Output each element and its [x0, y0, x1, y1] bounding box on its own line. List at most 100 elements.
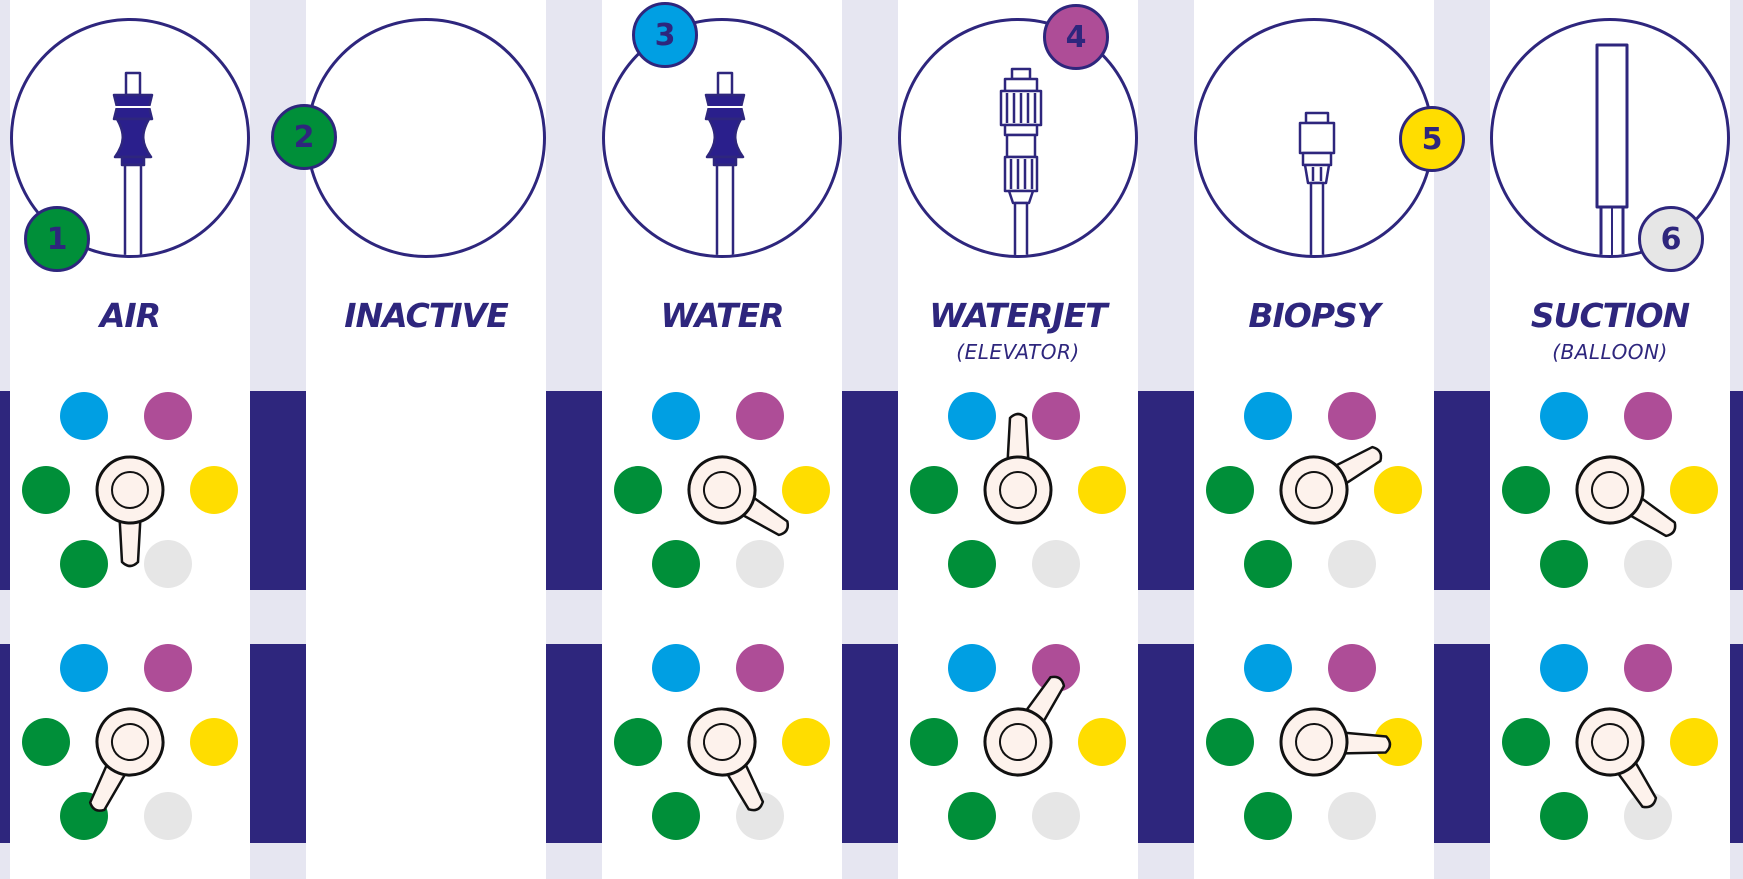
port-number-badge-1: 1	[24, 206, 90, 272]
green-port-dot	[948, 540, 996, 588]
valve-selector-knob[interactable]	[677, 697, 786, 824]
air-valve-connector-icon	[112, 71, 154, 255]
channel-label: WATER	[660, 296, 784, 335]
channel-column-biopsy: BIOPSY	[1194, 0, 1434, 879]
grey-port-dot	[1624, 540, 1672, 588]
magenta-port-dot	[1624, 392, 1672, 440]
valve-position-2	[898, 640, 1138, 840]
channel-column-water: WATER	[602, 0, 842, 879]
top-valve-band	[0, 391, 1743, 590]
suction-tube-connector-icon	[1595, 43, 1629, 255]
channel-column-waterjet: WATERJET (ELEVATOR)	[898, 0, 1138, 879]
valve-selector-knob[interactable]	[66, 698, 174, 825]
blue-port-dot	[1540, 644, 1588, 692]
port-number-badge-2: 2	[271, 104, 337, 170]
green-port-dot	[614, 466, 662, 514]
blue-port-dot	[652, 644, 700, 692]
yellow-port-dot	[1670, 718, 1718, 766]
valve-selector-knob[interactable]	[1269, 423, 1396, 535]
valve-selector-knob[interactable]	[983, 412, 1053, 525]
valve-selector-knob[interactable]	[95, 455, 165, 568]
port-number-badge-6: 6	[1638, 206, 1704, 272]
connector-circle	[1194, 18, 1434, 258]
yellow-port-dot	[190, 466, 238, 514]
green-port-dot	[1244, 792, 1292, 840]
valve-selector-knob[interactable]	[1564, 444, 1691, 559]
blue-port-dot	[60, 644, 108, 692]
magenta-port-dot	[1032, 644, 1080, 692]
grey-port-dot	[1032, 792, 1080, 840]
yellow-port-dot	[1078, 466, 1126, 514]
connector-circle	[898, 18, 1138, 258]
green-port-dot	[22, 466, 70, 514]
yellow-port-dot	[782, 466, 830, 514]
valve-position-1	[1194, 388, 1434, 588]
channel-sublabel: (BALLOON)	[1552, 340, 1668, 364]
green-port-dot	[910, 718, 958, 766]
port-number-badge-3: 3	[632, 2, 698, 68]
valve-position-2	[1194, 640, 1434, 840]
channel-label: INACTIVE	[344, 296, 509, 335]
magenta-port-dot	[736, 644, 784, 692]
valve-selector-knob[interactable]	[1279, 707, 1392, 778]
channel-sublabel: (ELEVATOR)	[956, 340, 1080, 364]
valve-position-2	[602, 640, 842, 840]
green-port-dot	[22, 718, 70, 766]
valve-position-2	[10, 640, 250, 840]
blue-port-dot	[652, 392, 700, 440]
waterjet-luer-connector-icon	[999, 67, 1043, 255]
green-port-dot	[60, 540, 108, 588]
channel-column-air: AIR	[10, 0, 250, 879]
blue-port-dot	[948, 392, 996, 440]
water-valve-connector-icon	[704, 71, 746, 255]
grey-port-dot	[1624, 792, 1672, 840]
valve-selector-knob[interactable]	[972, 660, 1087, 787]
magenta-port-dot	[144, 644, 192, 692]
yellow-port-dot	[782, 718, 830, 766]
valve-position-2	[1490, 640, 1730, 840]
grey-port-dot	[1032, 540, 1080, 588]
channel-column-inactive: INACTIVE	[306, 0, 546, 879]
magenta-port-dot	[1328, 644, 1376, 692]
valve-selector-knob[interactable]	[677, 445, 804, 559]
valve-position-1	[898, 388, 1138, 588]
connector-circle	[306, 18, 546, 258]
green-port-dot	[1540, 792, 1588, 840]
channel-label: AIR	[99, 296, 161, 335]
blue-port-dot	[60, 392, 108, 440]
valve-position-1	[1490, 388, 1730, 588]
yellow-port-dot	[1374, 466, 1422, 514]
channel-label: WATERJET	[929, 296, 1107, 335]
magenta-port-dot	[1624, 644, 1672, 692]
magenta-port-dot	[736, 392, 784, 440]
green-port-dot	[948, 792, 996, 840]
blue-port-dot	[1540, 392, 1588, 440]
yellow-port-dot	[1078, 718, 1126, 766]
green-port-dot	[910, 466, 958, 514]
green-port-dot	[652, 792, 700, 840]
blue-port-dot	[1244, 392, 1292, 440]
yellow-port-dot	[190, 718, 238, 766]
channel-label: SUCTION	[1530, 296, 1690, 335]
channel-label: BIOPSY	[1248, 296, 1380, 335]
grey-port-dot	[1328, 792, 1376, 840]
biopsy-port-connector-icon	[1298, 111, 1336, 255]
grey-port-dot	[144, 792, 192, 840]
valve-selector-knob[interactable]	[1564, 696, 1679, 823]
grey-port-dot	[736, 540, 784, 588]
green-port-dot	[1540, 540, 1588, 588]
port-number-badge-5: 5	[1399, 106, 1465, 172]
green-port-dot	[614, 718, 662, 766]
magenta-port-dot	[144, 392, 192, 440]
yellow-port-dot	[1670, 466, 1718, 514]
yellow-port-dot	[1374, 718, 1422, 766]
blue-port-dot	[948, 644, 996, 692]
port-number-badge-4: 4	[1043, 4, 1109, 70]
bottom-valve-band	[0, 644, 1743, 843]
valve-position-1	[602, 388, 842, 588]
grey-port-dot	[1328, 540, 1376, 588]
green-port-dot	[1206, 718, 1254, 766]
grey-port-dot	[144, 540, 192, 588]
green-port-dot	[1244, 540, 1292, 588]
